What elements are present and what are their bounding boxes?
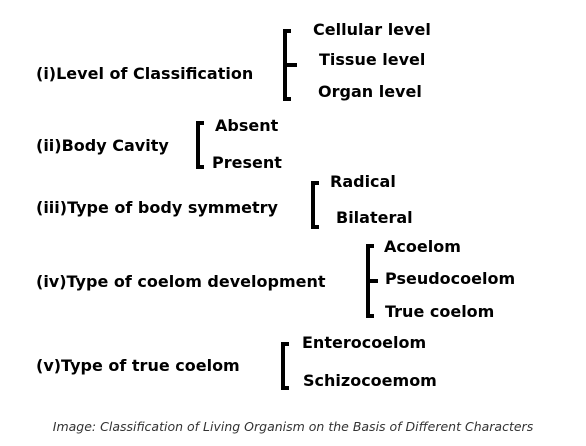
bracket (311, 181, 319, 229)
item-label: Tissue level (319, 50, 426, 69)
bracket-tick (366, 279, 378, 283)
bracket (196, 121, 204, 169)
item-label: Organ level (318, 82, 422, 101)
item-label: Bilateral (336, 208, 413, 227)
item-label: Pseudocoelom (385, 269, 516, 288)
category-label: (v)Type of true coelom (36, 356, 240, 375)
bracket-tick (283, 63, 297, 67)
item-label: Acoelom (384, 237, 461, 256)
category-label: (iv)Type of coelom development (36, 272, 326, 291)
item-label: Radical (330, 172, 396, 191)
figure-caption: Image: Classification of Living Organism… (52, 419, 534, 434)
category-label: (ii)Body Cavity (36, 136, 169, 155)
item-label: Absent (215, 116, 279, 135)
item-label: Present (212, 153, 282, 172)
category-label: (i)Level of Classification (36, 64, 254, 83)
item-label: True coelom (385, 302, 495, 321)
item-label: Schizocoemom (303, 371, 437, 390)
bracket (281, 342, 289, 390)
item-label: Enterocoelom (302, 333, 427, 352)
item-label: Cellular level (313, 20, 431, 39)
category-label: (iii)Type of body symmetry (36, 198, 278, 217)
